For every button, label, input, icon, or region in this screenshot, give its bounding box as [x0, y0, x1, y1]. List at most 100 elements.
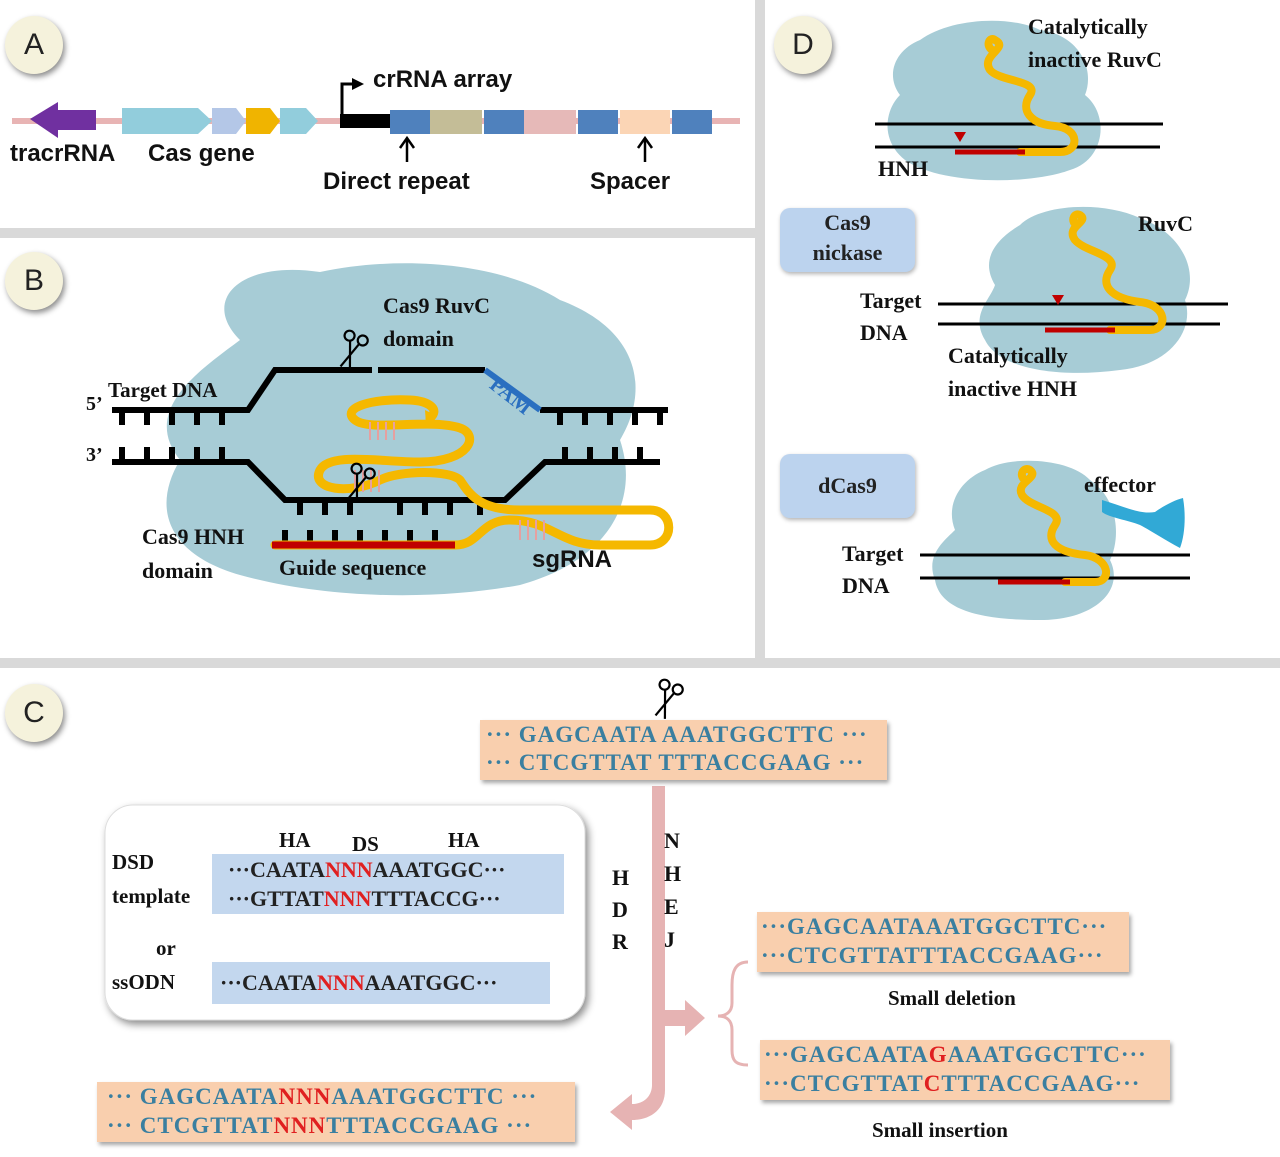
nhej-label: N H E J [664, 824, 688, 956]
or-label: or [156, 936, 176, 960]
dcas9-badge: dCas9 [780, 454, 915, 518]
spacer-label: Spacer [590, 168, 671, 195]
repeat-block [484, 110, 524, 134]
dna-label-1: DNA [860, 320, 908, 345]
ha-right-label: HA [448, 828, 480, 852]
direct-repeat-pointer [398, 135, 416, 162]
sgrna-strand [270, 395, 674, 550]
seq-line: ···CTCGTTATCTTTACCGAAG··· [764, 1071, 1141, 1096]
cas9-body [887, 20, 1101, 181]
dsd-seq-1: ···CAATANNNAAATGGC··· [228, 857, 506, 882]
cut-site-sequence: ··· GAGCAATA AAATGGCTTC ··· ··· CTCGTTAT… [480, 720, 887, 780]
target-label-2: Target [842, 541, 904, 566]
dsd-template-box: ···CAATANNNAAATGGC··· ···GTTATNNNTTTACCG… [212, 854, 564, 914]
sgrna-strand [984, 35, 1079, 156]
cas9-nickase-badge: Cas9 nickase [780, 208, 915, 272]
guide-sequence-label: Guide sequence [279, 555, 427, 580]
five-prime-label: 5’ [86, 393, 103, 415]
cas-gene-arrow-4 [280, 108, 318, 134]
inactive-ruvc-label-1: Catalytically [1028, 14, 1148, 39]
panel-dividers [0, 0, 1280, 668]
panel-label-c: C [5, 684, 63, 742]
panel-label-b: B [5, 252, 63, 310]
nhej-letter: E [664, 894, 679, 919]
hdr-letter: D [612, 897, 628, 922]
ruvc-domain-label-2: domain [383, 326, 454, 351]
tracrrna-arrow [30, 102, 96, 138]
panel-label-d: D [774, 16, 832, 74]
hdr-letter: H [612, 865, 630, 890]
spacer-block [430, 110, 482, 134]
effector-label: effector [1084, 472, 1157, 497]
repeat-block [578, 110, 618, 134]
panel-b-cas9-complex [112, 263, 674, 596]
cut-marker [954, 132, 966, 142]
ssodn-label: ssODN [112, 970, 176, 994]
seq-line: ··· CTCGTTAT TTTACCGAAG ··· [486, 750, 865, 775]
ssodn-seq: ···CAATANNNAAATGGC··· [220, 970, 498, 995]
dsd-label-1: DSD [112, 850, 155, 874]
crrna-array-label: crRNA array [373, 66, 513, 93]
scissors-icon [346, 462, 376, 503]
tracrrna-label: tracrRNA [10, 140, 116, 167]
dsd-label-2: template [112, 884, 191, 908]
insertion-sequence: ···GAGCAATAGAAATGGCTTC··· ···CTCGTTATCTT… [760, 1040, 1170, 1100]
panel-d-variants [875, 20, 1228, 620]
hnh-label: HNH [878, 156, 929, 181]
hdr-letter: R [612, 929, 628, 954]
panel-label-a: A [5, 16, 63, 74]
dsd-seq-2: ···GTTATNNNTTTACCG··· [228, 886, 501, 911]
nickase-label-2: nickase [812, 240, 883, 265]
spacer-block [620, 110, 670, 134]
promoter-arrow-icon [340, 82, 355, 114]
nhej-letter: J [664, 927, 675, 952]
small-deletion-label: Small deletion [888, 986, 1016, 1010]
target-label-1: Target [860, 288, 922, 313]
seq-line: ···CTCGTTATTTACCGAAG··· [761, 943, 1104, 968]
ruvc-label: RuvC [1138, 211, 1194, 236]
deletion-sequence: ···GAGCAATAAATGGCTTC··· ···CTCGTTATTTACC… [757, 912, 1129, 972]
sgrna-label: sgRNA [532, 546, 613, 573]
sgrna-strand [1016, 465, 1111, 586]
cas-gene-arrow-1 [122, 108, 212, 134]
nickase-label-1: Cas9 [824, 210, 871, 235]
top-strand-ticks [119, 410, 663, 425]
ruvc-domain-label-1: Cas9 RuvC [383, 293, 490, 318]
outcome-brace [717, 960, 749, 1067]
cas-gene-arrow-2 [212, 108, 246, 134]
hdr-label: H D R [612, 862, 636, 958]
seq-line: ···GAGCAATAGAAATGGCTTC··· [764, 1042, 1147, 1067]
inactive-hnh-label-2: inactive HNH [948, 376, 1077, 401]
leader-block [340, 114, 390, 128]
inactive-ruvc-label-2: inactive RuvC [1028, 47, 1162, 72]
sgrna-strand [1068, 210, 1167, 334]
scissors-icon [339, 329, 369, 370]
target-dna-label: Target DNA [108, 378, 218, 402]
seq-line: ··· CTCGTTATNNNTTTACCGAAG ··· [107, 1113, 533, 1138]
hnh-domain-label-2: domain [142, 558, 213, 583]
seq-line: ··· GAGCAATA AAATGGCTTC ··· [486, 722, 868, 747]
nhej-hdr-arrow [610, 786, 705, 1130]
cut-marker [1052, 295, 1064, 305]
repeat-block [390, 110, 430, 134]
cas-gene-label: Cas gene [148, 140, 255, 167]
spacer-block [524, 110, 576, 134]
seq-line: ··· GAGCAATANNNAAATGGCTTC ··· [107, 1084, 538, 1109]
effector-icon [1102, 498, 1185, 548]
hdr-sequence: ··· GAGCAATANNNAAATGGCTTC ··· ··· CTCGTT… [97, 1082, 575, 1142]
hnh-domain-label-1: Cas9 HNH [142, 524, 245, 549]
small-insertion-label: Small insertion [872, 1118, 1008, 1142]
repeat-block [672, 110, 712, 134]
direct-repeat-label: Direct repeat [323, 168, 470, 195]
nhej-letter: N [664, 828, 680, 853]
three-prime-label: 3’ [86, 444, 103, 466]
sgrna-pairing [354, 422, 545, 540]
scissors-icon [654, 678, 684, 719]
ha-left-label: HA [279, 828, 311, 852]
nhej-letter: H [664, 861, 682, 886]
inactive-hnh-label-1: Catalytically [948, 343, 1068, 368]
seq-line: ···GAGCAATAAATGGCTTC··· [761, 914, 1108, 939]
ssodn-box: ···CAATANNNAAATGGC··· [212, 962, 550, 1004]
spacer-pointer [636, 135, 654, 162]
cas-gene-arrow-3 [246, 108, 280, 134]
